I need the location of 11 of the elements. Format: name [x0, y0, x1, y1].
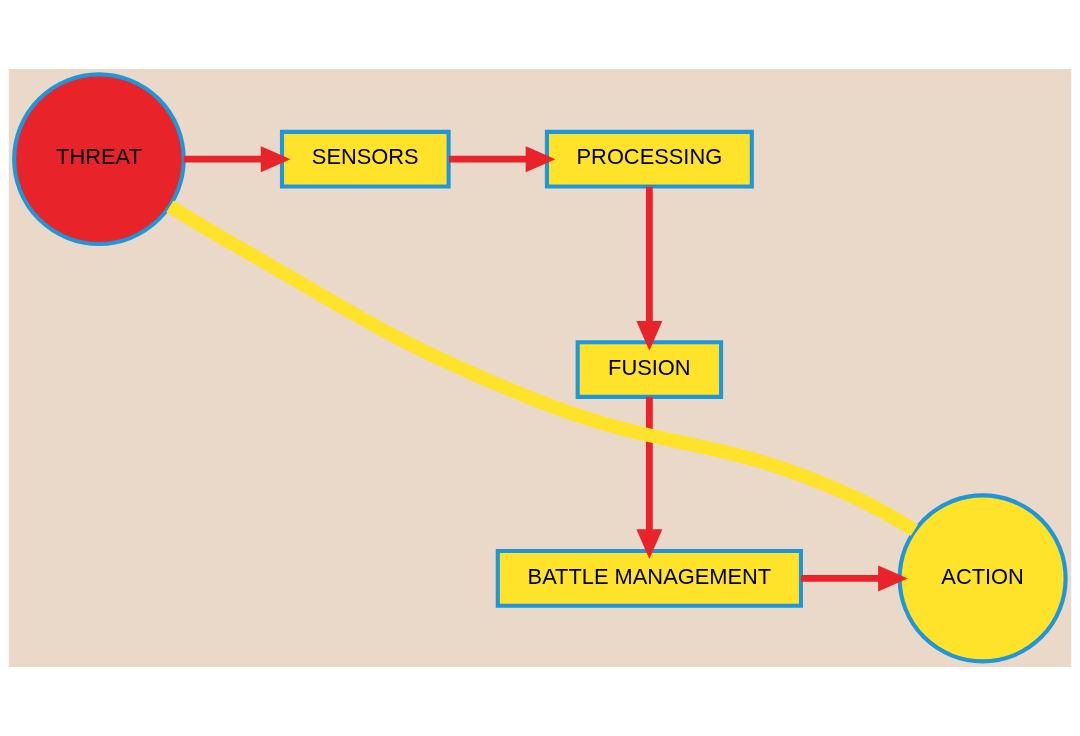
node-circle: THREAT [12, 72, 186, 247]
node-box: FUSION [575, 340, 724, 399]
arrow [183, 146, 291, 173]
arrow [801, 565, 908, 592]
node-box: BATTLE MANAGEMENT [495, 549, 804, 608]
node-box: SENSORS [279, 129, 451, 189]
node-circle: ACTION [897, 493, 1068, 664]
arrow [636, 186, 663, 351]
connector [166, 200, 918, 537]
arrow [449, 146, 556, 173]
node-box: PROCESSING [544, 129, 754, 189]
